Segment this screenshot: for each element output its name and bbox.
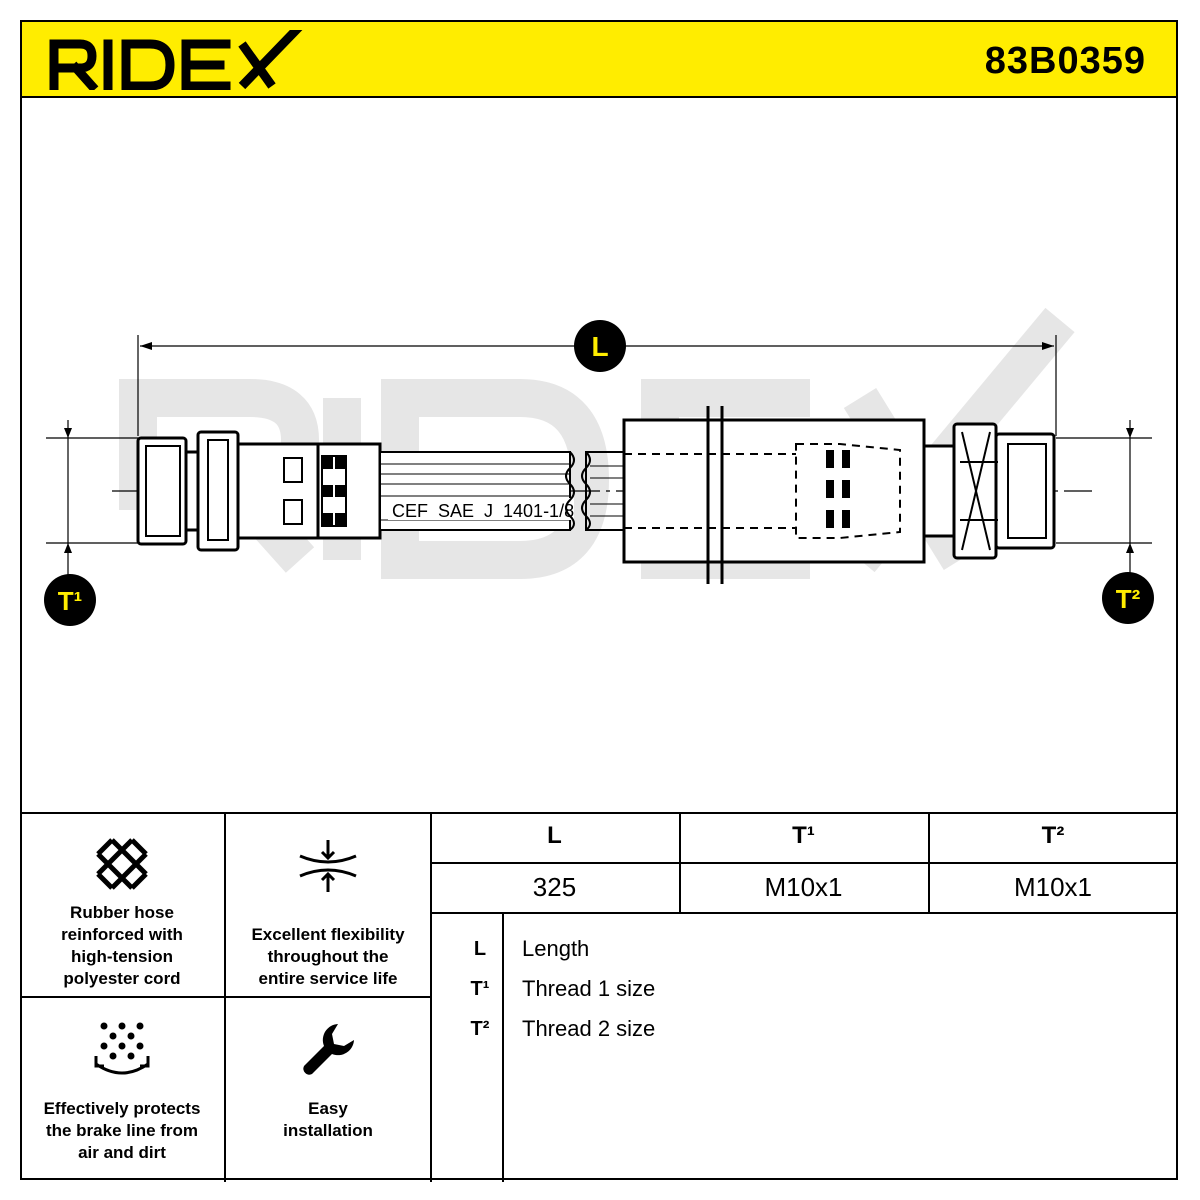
feature-text-line: air and dirt [78,1143,166,1162]
spec-table: L T¹ T² 325 M10x1 M10x1 [430,814,1178,914]
woven-cord-icon [96,838,148,890]
feature-text-line: entire service life [258,969,398,988]
legend-desc: Thread 1 size [522,976,656,1001]
thread2-label: T² [1116,584,1141,614]
header-bar: 83B0359 [20,20,1178,98]
spec-value-length: 325 [532,872,577,902]
length-label: L [591,331,608,362]
length-marker [574,320,626,372]
feature-text-line: Excellent flexibility [251,925,405,944]
legend-desc: Thread 2 size [522,1016,656,1041]
content-frame [20,96,1178,1180]
legend-desc: Length [522,936,590,961]
left-fitting [136,430,382,552]
spec-value-thread2: M10x1 [1013,872,1093,902]
legend-key: T¹ [470,978,490,1000]
legend-divider [502,914,504,1182]
spec-header-thread2: T² [1041,822,1065,849]
legend-key: L [473,938,487,960]
feature-flexibility: Excellent flexibility throughout the ent… [226,814,432,998]
thread2-marker [1102,572,1154,624]
spec-col-divider [679,814,681,914]
feature-text-line: reinforced with [61,925,183,944]
feature-text-line: installation [283,1121,373,1140]
dust-protection-icon [94,1022,150,1075]
spec-bottom-divider [430,912,1178,914]
feature-text-line: high-tension [71,947,173,966]
feature-reinforced-hose: Rubber hose reinforced with high-tension… [20,814,226,998]
wrench-icon [303,1024,354,1075]
flexibility-arrows-icon [299,840,357,892]
ridex-logo [49,30,303,90]
thread1-label: T¹ [58,586,83,616]
feature-text-line: polyester cord [63,969,181,988]
info-panel: Rubber hose reinforced with high-tension… [20,812,1178,1182]
hose-marking: CEF SAE J 1401-1/8 [392,501,574,521]
feature-text-line: throughout the [267,947,389,966]
hose-body [379,451,625,531]
legend-key: T² [470,1018,490,1040]
feature-protection: Effectively protects the brake line from… [20,998,226,1182]
spec-col-divider [928,814,930,914]
feature-text-line: Easy [308,1099,348,1118]
spec-value-thread1: M10x1 [764,872,843,902]
feature-text-line: Rubber hose [70,903,174,922]
brake-hose-diagram: L T¹ T² [44,307,1154,626]
thread1-marker [44,574,96,626]
spec-header-length: L [547,822,562,849]
legend: L Length T¹ Thread 1 size T² Thread 2 si… [430,914,1178,1182]
feature-easy-installation: Easy installation [226,998,432,1182]
part-number: 83B0359 [984,40,1146,82]
spec-header-divider [430,862,1178,864]
feature-text-line: the brake line from [45,1121,199,1140]
spec-header-thread1: T¹ [792,822,815,849]
feature-text-line: Effectively protects [43,1099,201,1118]
